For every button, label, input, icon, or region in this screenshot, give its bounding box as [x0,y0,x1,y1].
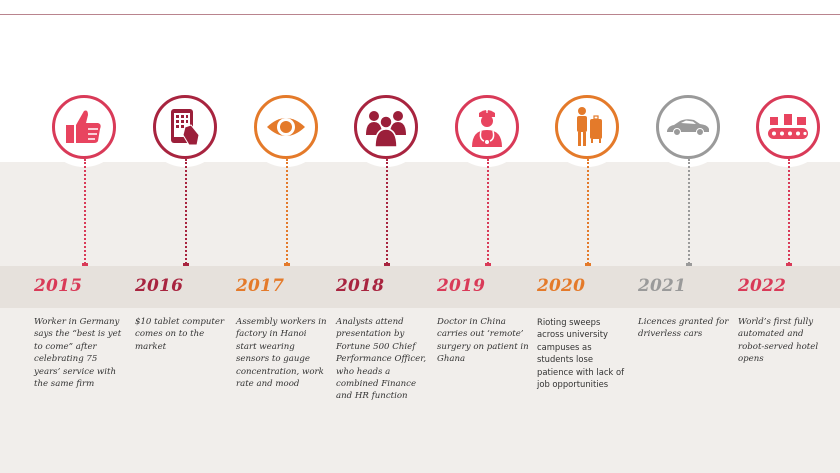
connector-tick [183,263,189,266]
year-label: 2021 [638,276,687,296]
connector-tick [284,263,290,266]
connector-tick [384,263,390,266]
connector-tick [786,263,792,266]
doctor-icon [472,109,502,147]
timeline-background-band [0,162,840,473]
connector-tick [686,263,692,266]
connector-line [788,159,790,264]
timeline-item-2016: 2016 $10 tablet computer comes on to the… [135,0,235,473]
connector-line [185,159,187,264]
connector-line [587,159,589,264]
connector-line [487,159,489,264]
timeline-item-2015: 2015 Worker in Germany says the “best is… [34,0,134,473]
timeline-item-2021: 2021 Licences granted for driverless car… [638,0,738,473]
event-description: Doctor in China carries out ‘remote’ sur… [437,317,529,365]
timeline-item-2018: 2018 Analysts attend presentation by For… [336,0,436,473]
year-label: 2017 [236,276,285,296]
eye-icon [267,118,305,136]
icon-ring [354,95,418,159]
student-with-luggage-icon [577,107,602,146]
connector-tick [82,263,88,266]
event-description: Analysts attend presentation by Fortune … [336,317,427,402]
event-description: Licences granted for driverless cars [638,317,729,340]
icon-ring [656,95,720,159]
year-label: 2020 [537,276,586,296]
year-label: 2022 [738,276,787,296]
conveyor-belt-icon [768,114,808,139]
event-description: World’s first fully automated and robot-… [738,317,819,365]
icon-ring [555,95,619,159]
timeline-item-2017: 2017 Assembly workers in factory in Hano… [236,0,336,473]
event-description: Assembly workers in factory in Hanoi sta… [236,317,327,390]
year-label: 2016 [135,276,184,296]
connector-tick [585,263,591,266]
driverless-car-icon [667,119,709,136]
timeline-item-2019: 2019 Doctor in China carries out ‘remote… [437,0,537,473]
year-label: 2018 [336,276,385,296]
connector-line [386,159,388,264]
thumbs-up-icon [66,110,101,143]
connector-line [688,159,690,264]
icon-ring [254,95,318,159]
icon-ring [153,95,217,159]
event-description: Worker in Germany says the “best is yet … [34,317,122,390]
connector-line [286,159,288,264]
connector-tick [485,263,491,266]
connector-line [84,159,86,264]
icon-ring [756,95,820,159]
tablet-icon [171,109,200,146]
timeline-item-2020: 2020 Rioting sweeps across university ca… [537,0,637,473]
timeline-item-2022: 2022 World’s first fully automated and r… [738,0,838,473]
year-label: 2015 [34,276,83,296]
year-label: 2019 [437,276,486,296]
top-divider [0,14,840,15]
people-group-icon [366,111,406,148]
event-description: Rioting sweeps across university campuse… [537,317,625,390]
year-band [0,266,840,308]
event-description: $10 tablet computer comes on to the mark… [135,317,225,352]
icon-ring [455,95,519,159]
icon-ring [52,95,116,159]
